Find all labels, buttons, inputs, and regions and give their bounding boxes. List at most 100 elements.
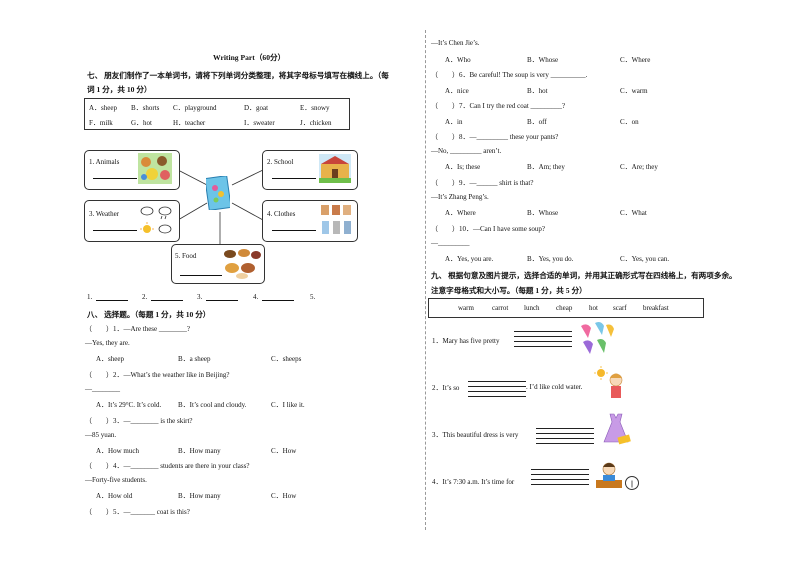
q1-option-b[interactable]: B．a sheep <box>178 355 211 363</box>
question-1-reply: —Yes, they are. <box>85 339 130 347</box>
q4-option-b[interactable]: B．How many <box>178 492 221 500</box>
fill-item-2-text: 2．It’s so <box>432 384 460 392</box>
q6-option-a[interactable]: A．nice <box>445 87 469 95</box>
clothes-picture-icon <box>319 203 353 237</box>
question-1-stem: （ ）1．—Are these ________? <box>85 325 190 333</box>
answer-blank-3[interactable] <box>206 300 238 301</box>
question-5-stem: （ ）5．—_______ coat is this? <box>85 508 190 516</box>
word-option: I．sweater <box>244 119 275 127</box>
scarves-picture-icon <box>577 320 617 358</box>
clock-icon <box>625 476 639 490</box>
dress-picture-icon <box>600 412 634 448</box>
word-choice: hot <box>589 304 598 312</box>
q1-option-a[interactable]: A．sheep <box>96 355 124 363</box>
q3-option-c[interactable]: C．How <box>271 447 297 455</box>
section7-heading: 七、 朋友们制作了一本单词书，请将下列单词分类整理，将其字母标号填写在横线上。（… <box>87 71 389 80</box>
word-choice: cheap <box>556 304 573 312</box>
q10-option-b[interactable]: B．Yes, you do. <box>527 255 574 263</box>
answer-label-1: 1. <box>87 293 93 301</box>
category-box-food <box>171 244 265 284</box>
answer-label-3: 3. <box>197 293 203 301</box>
question-9-stem: （ ）9．—______ shirt is that? <box>431 179 534 187</box>
category-box-clothes <box>262 200 358 242</box>
answer-line-animals[interactable] <box>93 178 137 179</box>
q3-option-b[interactable]: B．How many <box>178 447 221 455</box>
question-3-reply: —85 yuan. <box>85 431 117 439</box>
answer-blank-4[interactable] <box>262 300 294 301</box>
section7-heading-2: 词 1 分，共 10 分） <box>87 85 152 94</box>
word-choice: carrot <box>492 304 509 312</box>
q7-option-a[interactable]: A．in <box>445 118 463 126</box>
q5-option-a[interactable]: A．Who <box>445 56 471 64</box>
fill-item-2-post: . I’d like cold water. <box>526 383 583 391</box>
fill-item-4-text: 4．It’s 7:30 a.m. It’s time for <box>432 478 515 486</box>
word-bank-table <box>84 98 350 130</box>
answer-line-clothes[interactable] <box>272 230 316 231</box>
word-option: J．chicken <box>300 119 332 127</box>
q4-option-a[interactable]: A．How old <box>96 492 133 500</box>
question-7-stem: （ ）7．Can I try the red coat _________? <box>431 102 566 110</box>
category-label-clothes: 4. Clothes <box>267 210 296 218</box>
question-4-stem: （ ）4．—________ students are there in you… <box>85 462 250 470</box>
q9-option-a[interactable]: A．Where <box>445 209 476 217</box>
word-choice-box <box>428 298 704 318</box>
q8-option-a[interactable]: A．Is; these <box>445 163 481 171</box>
fill-item-3-text: 3．This beautiful dress is very <box>432 431 519 439</box>
q2-option-c[interactable]: C．I like it. <box>271 401 305 409</box>
q7-option-c[interactable]: C．on <box>620 118 639 126</box>
q1-option-c[interactable]: C．sheeps <box>271 355 302 363</box>
q5-option-b[interactable]: B．Whose <box>527 56 559 64</box>
word-choice: breakfast <box>643 304 669 312</box>
q10-option-a[interactable]: A．Yes, you are. <box>445 255 494 263</box>
q6-option-c[interactable]: C．warm <box>620 87 648 95</box>
question-10-stem: （ ）10．—Can I have some soup? <box>431 225 545 233</box>
school-picture-icon <box>319 154 351 183</box>
question-9-reply: —It’s Zhang Peng’s. <box>431 193 489 201</box>
hot-sun-girl-icon <box>594 366 630 402</box>
q8-option-b[interactable]: B．Am; they <box>527 163 565 171</box>
category-label-food: 5. Food <box>175 252 197 260</box>
word-option: A．sheep <box>89 104 117 112</box>
answer-blank-1[interactable] <box>96 300 128 301</box>
food-picture-icon <box>222 246 262 280</box>
breakfast-boy-icon <box>594 460 624 492</box>
word-choice: scarf <box>613 304 627 312</box>
fill-item-1-text: 1．Mary has five pretty <box>432 337 500 345</box>
q2-option-b[interactable]: B．It’s cool and cloudy. <box>178 401 247 409</box>
word-option: E．snowy <box>300 104 330 112</box>
page-title: Writing Part（60分） <box>213 53 286 62</box>
q3-option-a[interactable]: A．How much <box>96 447 139 455</box>
q6-option-b[interactable]: B．hot <box>527 87 548 95</box>
section8-heading: 八、 选择题。（每题 1 分，共 10 分） <box>87 310 211 319</box>
category-label-school: 2. School <box>267 158 294 166</box>
answer-label-2: 2. <box>142 293 148 301</box>
q4-option-c[interactable]: C．How <box>271 492 297 500</box>
q10-option-c[interactable]: C．Yes, you can. <box>620 255 670 263</box>
word-option: G．hot <box>131 119 152 127</box>
q5-option-c[interactable]: C．Where <box>620 56 651 64</box>
section9-heading: 九、 根据句意及图片提示，选择合适的单词，并用其正确形式写在四线格上，有两项多余… <box>431 271 737 280</box>
question-4-reply: —Forty-five students. <box>85 476 147 484</box>
q7-option-b[interactable]: B．off <box>527 118 547 126</box>
answer-label-5: 5. <box>310 293 316 301</box>
q8-option-c[interactable]: C．Are; they <box>620 163 658 171</box>
answer-line-food[interactable] <box>180 275 222 276</box>
word-option: H．teacher <box>173 119 206 127</box>
question-2-reply: —________ <box>85 385 120 393</box>
question-8-stem: （ ）8．—_________ these your pants? <box>431 133 559 141</box>
q2-option-a[interactable]: A．It’s 29°C. It’s cold. <box>96 401 162 409</box>
question-6-stem: （ ）6．Be careful! The soup is very ______… <box>431 71 588 79</box>
word-option: F．milk <box>89 119 113 127</box>
answer-line-school[interactable] <box>272 178 316 179</box>
word-option: C．playground <box>173 104 217 112</box>
word-option: B．shorts <box>131 104 160 112</box>
answer-blank-2[interactable] <box>151 300 183 301</box>
answer-line-weather[interactable] <box>93 230 137 231</box>
word-option: D．goat <box>244 104 269 112</box>
q9-option-c[interactable]: C．What <box>620 209 647 217</box>
q9-option-b[interactable]: B．Whose <box>527 209 559 217</box>
word-choice: lunch <box>524 304 540 312</box>
word-choice: warm <box>458 304 474 312</box>
